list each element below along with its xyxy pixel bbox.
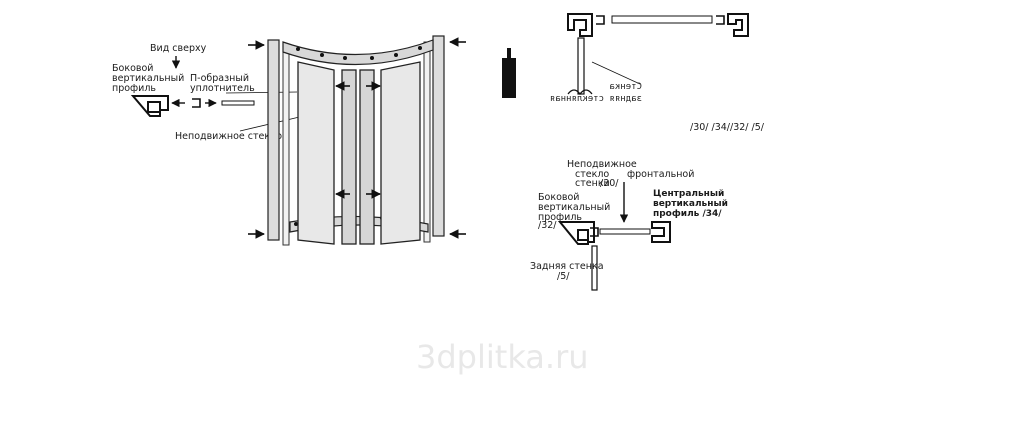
side-profile-label-2: вертикальный [112,73,184,84]
br-central-1: Центральный [653,189,724,199]
p-seal-label-1: П-образный [190,73,249,84]
tr-seal-right [716,15,725,25]
bottom-right-detail: Неподвижное стекло фронтальной стенки /3… [530,159,728,291]
tr-leader [591,61,641,85]
left-fixed-panel [297,61,335,245]
br-central-profile [651,221,671,243]
br-fixed-glass-1: Неподвижное [567,159,637,170]
left-post [267,39,280,241]
tr-glass [611,15,713,24]
cabin-front-view [248,35,516,246]
seal-block-pin [507,48,511,58]
tr-central-profile [727,13,749,37]
top-rail [282,39,434,66]
br-back-2: /5/ [557,271,570,282]
rail-screws [296,46,422,60]
fixed-glass-label: Неподвижное стекло [175,131,282,142]
br-central-3: профиль /34/ [653,209,722,219]
left-sliding-door [341,69,357,245]
tr-mirror-text-1: Стенка [609,82,642,92]
br-side-3: профиль [538,212,582,223]
tr-break-line [567,89,593,95]
tr-codes: /30/ /34//32/ /5/ [690,122,765,133]
right-sliding-door [359,69,375,245]
p-seal-shape [192,98,201,108]
right-fixed-panel [380,61,421,245]
top-right-detail: Стенка задняя стеклянная /30/ /34//32/ /… [550,13,765,133]
p-seal-label-2: уплотнитель [190,83,255,94]
br-side-1: Боковой [538,192,579,203]
br-fixed-glass-5: /30/ [600,178,619,189]
br-fixed-glass-3: фронтальной [627,169,694,180]
seal-block [502,58,516,98]
tr-back-wall [577,37,585,95]
wall-arrows [248,37,466,239]
side-profile-shape [130,95,169,117]
br-fixed-glass-2: стекло [575,169,609,180]
tr-side-profile [567,13,593,37]
br-side-2: вертикальный [538,202,610,213]
watermark: 3dplitka.ru [416,338,589,376]
br-side-profile [557,221,595,245]
side-profile-label-1: Боковой [112,63,153,74]
right-post [432,35,445,237]
tr-seal-left [596,15,605,25]
br-seal-left [590,227,599,237]
br-glass [599,228,651,235]
br-side-4: /32/ [538,220,557,231]
left-post-inner [282,44,290,246]
tr-mirrored-text-2: задняя стеклянная [550,94,642,104]
br-fixed-glass-4: стенки [575,178,610,189]
side-profile-label-3: профиль [112,83,156,94]
tr-mirror-text-2: задняя стеклянная [550,94,642,104]
br-central-2: вертикальный [653,199,728,209]
glass-strip [221,100,255,106]
tr-mirrored-text: Стенка [609,82,642,92]
door-arrows [335,81,381,199]
br-back-wall [591,245,598,291]
top-view-label: Вид сверху [150,43,207,54]
right-post-inner [423,41,431,243]
br-back-1: Задняя стенка [530,261,604,272]
